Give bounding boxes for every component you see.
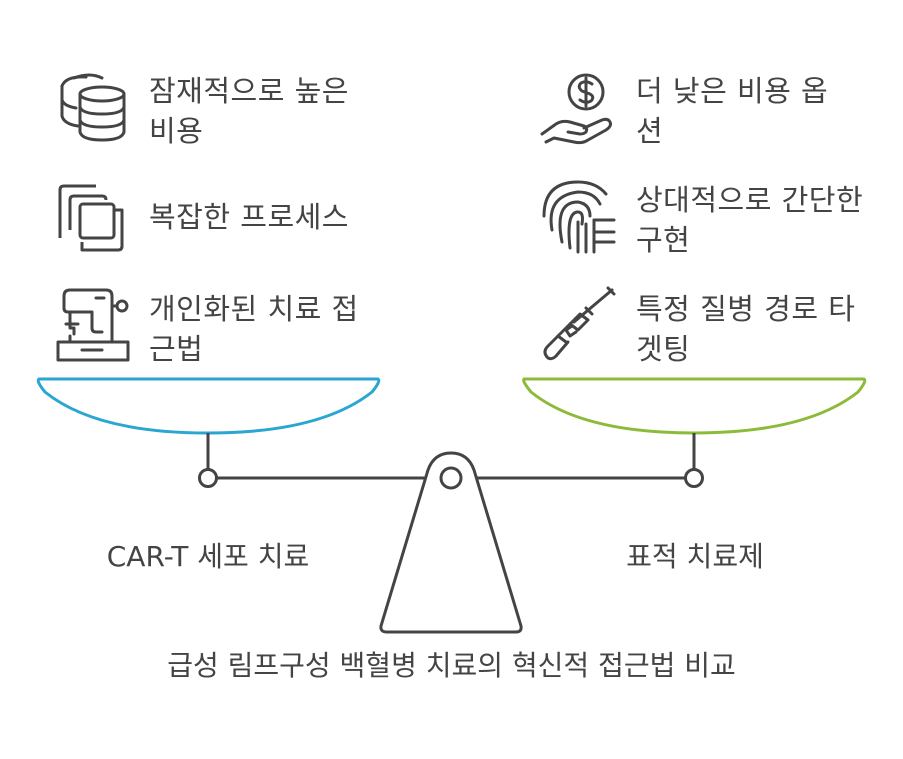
left-item-1-text: 잠재적으로 높은 비용 (149, 74, 349, 148)
center-pivot (439, 466, 463, 490)
left-item-3-text: 개인화된 치료 접근법 (149, 292, 359, 366)
diagram-title: 급성 림프구성 백혈병 치료의 혁신적 접근법 비교 (167, 649, 736, 682)
right-item-2-text: 상대적으로 간단한 구현 (636, 183, 864, 257)
left-pan (36, 377, 381, 435)
right-pivot (684, 468, 704, 488)
fingerprint-icon (538, 176, 618, 256)
right-item-1-text: 더 낮은 비용 옵션 (636, 74, 829, 148)
left-pan-label: CAR-T 세포 치료 (106, 540, 310, 573)
scale-stand (379, 451, 523, 634)
sewing-machine-icon (52, 284, 132, 364)
rifle-icon (538, 284, 618, 364)
coins-stack-icon (52, 66, 132, 146)
left-item-2-text: 복잡한 프로세스 (149, 200, 349, 234)
right-item-3-text: 특정 질병 경로 타겟팅 (636, 292, 856, 366)
overlapping-squares-icon (52, 176, 132, 256)
right-pan (522, 377, 867, 435)
hand-dollar-icon (538, 66, 618, 146)
right-pan-label: 표적 치료제 (626, 540, 764, 573)
left-pivot (198, 468, 218, 488)
